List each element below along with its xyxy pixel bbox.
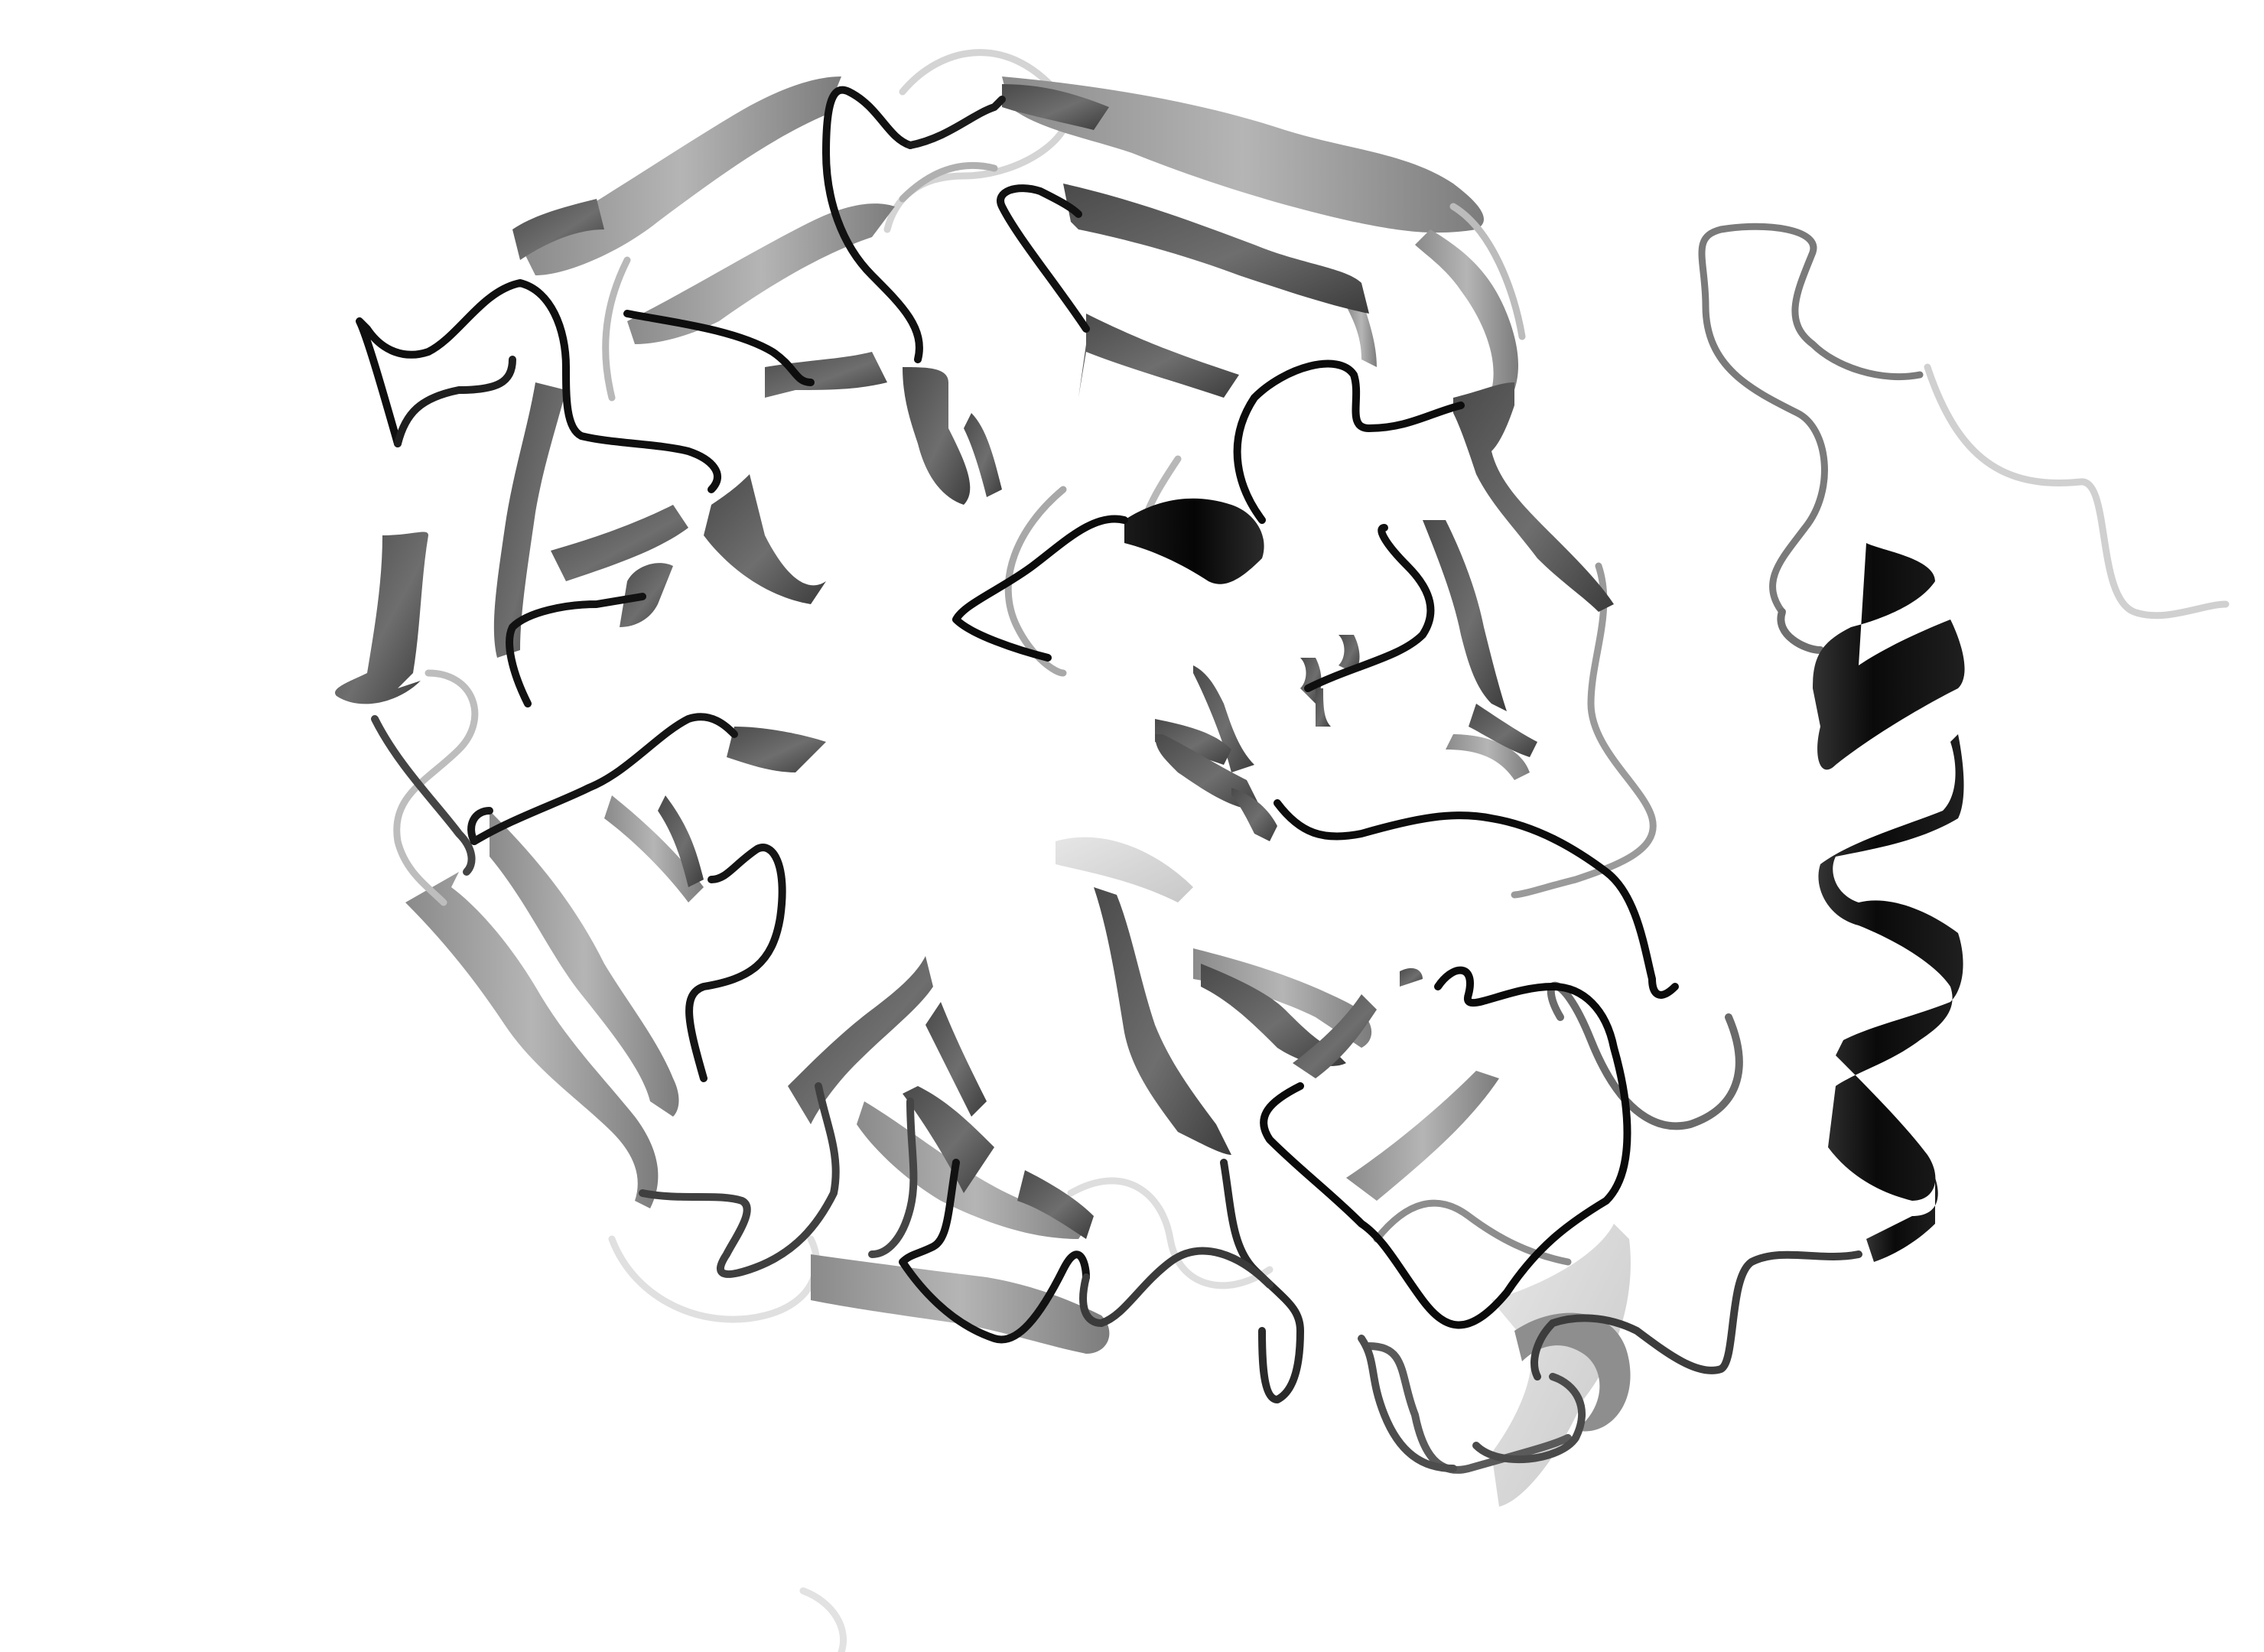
mid-strand-upper-center-3 [964,413,1002,497]
back-strand-center-right [1446,734,1530,780]
back-strand-right-wedge [1346,298,1377,367]
back-strand-left-long [405,872,659,1208]
helix-turn-3 [1866,1178,1938,1262]
back-coil-left-loop [393,669,479,906]
back-coil-top-left-1 [602,256,631,402]
front-coil-top-right-loop [997,184,1090,333]
mid-strand-right-2 [1423,520,1507,711]
back-strand-top-arc [1002,76,1484,233]
mid-strand-center-left-arrow [704,474,826,604]
mid-strand-left-diag [551,505,688,581]
back-coil-bottom-knot [1365,1342,1572,1474]
mid-strand-right-1 [1453,382,1614,612]
mid-strand-center-left-arrow-2 [727,727,826,772]
front-coil-upper-left [356,279,721,493]
front-coil-top-left [906,96,1006,149]
mid-strand-left-top [512,199,604,260]
mid-strand-center-right [1193,665,1254,772]
back-ring-bottom [1514,1312,1631,1432]
far-layer [608,49,2230,1652]
helix-turn-2 [1818,734,1964,1201]
front-coil-right-tail [1698,223,1924,616]
front-layer [356,86,1965,1403]
mid-strand-right-tiny [1316,688,1331,727]
front-coil-bottom-right-loop [1220,1159,1304,1403]
front-coil-bottom-left-2 [899,1159,1090,1344]
front-coil-center-helix-lead [1233,359,1465,524]
mid-strand-top-3 [1078,314,1239,398]
front-coil-right-mid [1777,608,1824,654]
front-coil-left-bridge [470,713,738,845]
far-strand-bottom-right [1491,1224,1631,1507]
mid-strand-top-2 [1063,184,1369,314]
front-coil-upper-left-2 [394,356,516,447]
mid-strand-upper-center [765,352,887,398]
front-coil-center-arrow [952,515,1128,662]
mid-coil-bottom-right-lower [1358,1335,1457,1472]
front-coil-top-loop [822,86,923,363]
mid-strand-lower-center-2 [925,1002,987,1117]
mid-strand-lower-left-1 [658,795,704,887]
mid-coil-bottom-ring [1472,1373,1586,1464]
back-strand-left-long-2 [490,811,679,1117]
mid-strand-center-right-2 [1155,719,1231,765]
mid-strand-lower-right-arrow [1201,964,1346,1066]
mid-strand-center-right-4 [1231,788,1277,841]
back-strand-bottom-2 [857,1101,1094,1239]
mid-coil-helix-lead [1530,1250,1862,1380]
mid-layer [335,84,1862,1472]
mid-strand-center-left-small [620,563,673,627]
mid-strand-lower-right-small [1400,967,1423,987]
mid-strand-top-1 [1002,84,1109,130]
front-coil-left-bridge-2 [467,807,493,845]
back-coil-lower-right-loop [1547,981,1743,1130]
far-coil-bottom [799,1587,847,1652]
front-coil-left-lower-s [685,844,786,1082]
mid-strand-right-small [1339,635,1360,673]
front-coil-right-hook [1304,524,1435,692]
front-coil-left-mid [506,593,646,707]
mid-coil-bottom-left [639,1082,840,1278]
front-coil-bottom-center-loop [1079,1247,1274,1327]
back-coil-top-mid [899,161,998,203]
mid-strand-left-upper [493,382,566,658]
back-coil-center-1 [1004,486,1067,677]
mid-strand-upper-center-2 [903,367,971,505]
far-coil-lower-mid [1067,1177,1274,1289]
front-coil-long-right-loop [1274,799,1679,999]
mid-strand-lower-center [903,1086,994,1193]
back-strand-left-3 [604,795,704,902]
mid-strand-lower-left-2 [788,956,933,1124]
front-coil-upper-center [623,310,815,386]
mid-coil-left-mid [371,715,476,876]
far-strand-center [1056,837,1193,902]
back-coil-top-right [1449,203,1526,340]
far-coil-right-tail [1924,363,2230,620]
back-strand-right-side [1415,229,1518,405]
mid-strand-left-vertical [335,532,428,704]
back-strand-lower-right [1193,948,1372,1048]
small-helix-center [1124,498,1264,584]
back-coil-right-loop [1511,562,1657,899]
front-coil-lower-right-ring [1260,966,1631,1329]
back-strand-upper-left-2 [627,203,895,344]
helix-turn-1 [1813,543,1965,770]
mid-strand-lower-center-3 [1017,1170,1094,1239]
mid-strand-lower-right-arrow-2 [1293,994,1377,1078]
mid-strand-right-3 [1469,704,1537,757]
mid-coil-lower-middle [868,1098,918,1258]
back-strand-lower-right-2 [1346,1071,1499,1201]
mid-strand-center-lower-long [1094,887,1231,1155]
alpha-helix [1813,543,1965,1262]
back-strand-bottom-long [811,1254,1110,1354]
